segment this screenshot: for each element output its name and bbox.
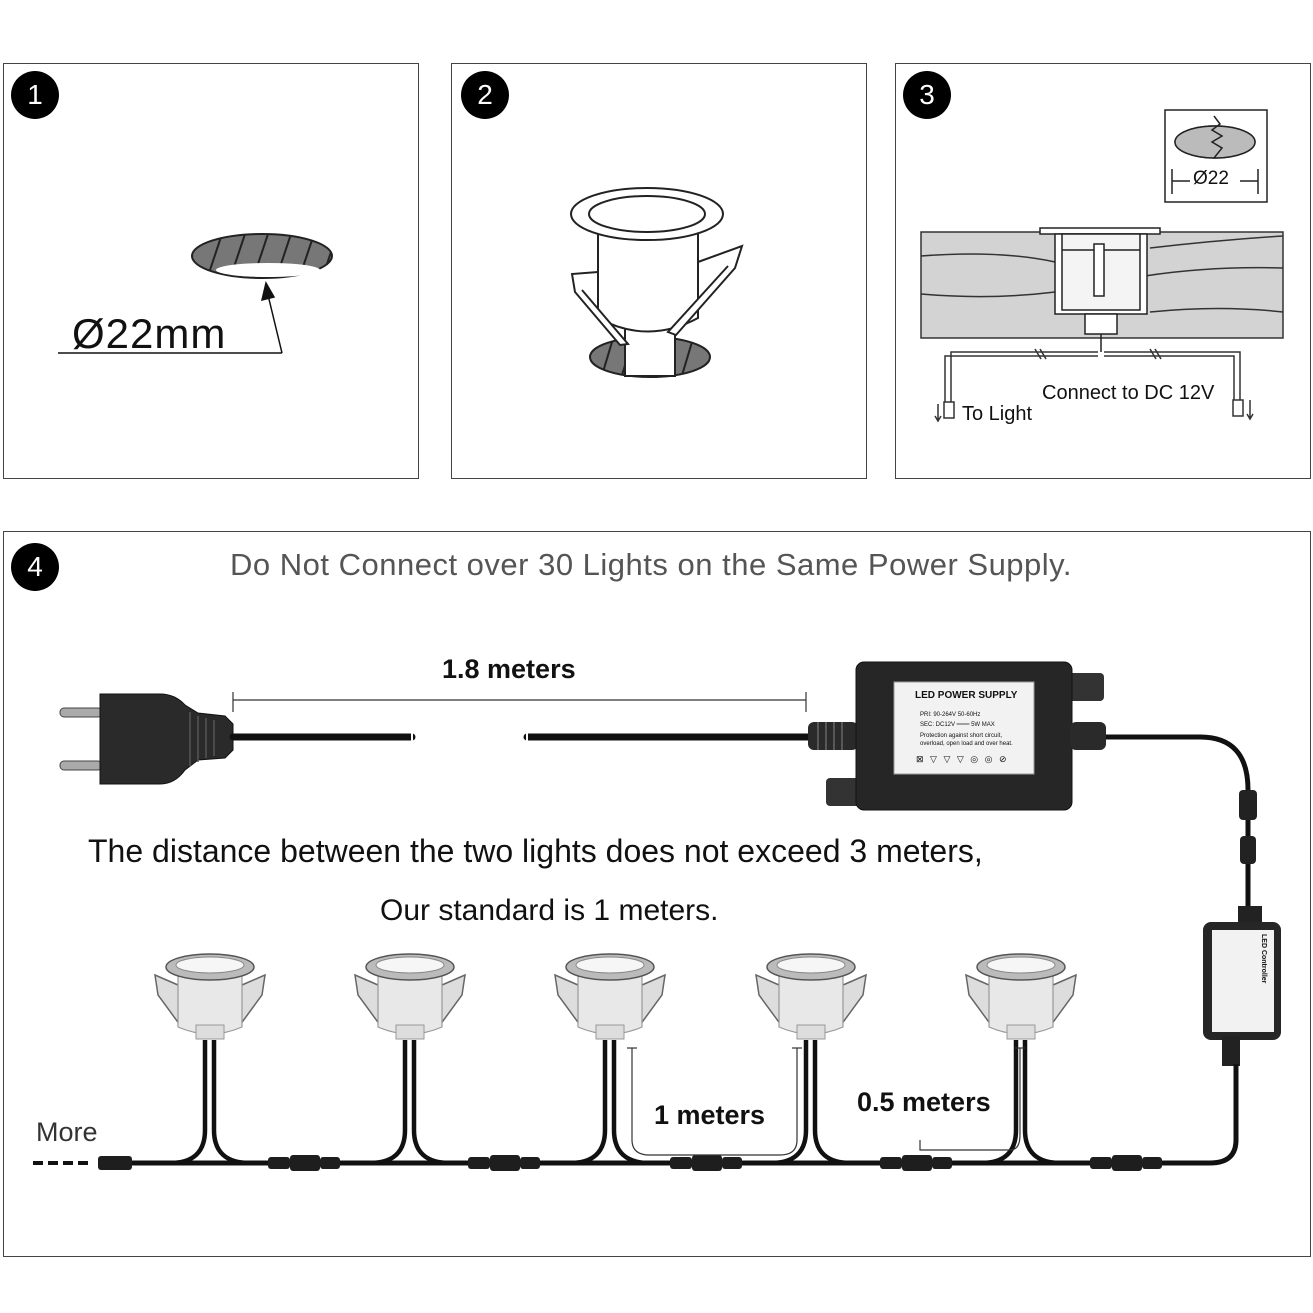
led-controller <box>1203 906 1281 1066</box>
psu-line-3: Protection against short circuit, <box>920 733 1003 739</box>
trunk-connector-icon <box>98 1156 132 1170</box>
output-cable <box>1106 734 1251 910</box>
deck-light-icon <box>354 953 466 1040</box>
step-3-badge: 3 <box>903 71 951 119</box>
step-2-badge: 2 <box>461 71 509 119</box>
controller-output-cable <box>1142 1064 1239 1166</box>
connect-dc-label: Connect to DC 12V <box>1042 382 1215 404</box>
deck-light-icon <box>154 953 266 1040</box>
deck-light-icon <box>554 953 666 1040</box>
deck-light-icon <box>755 953 867 1040</box>
cable-length-label: 1.8 meters <box>442 654 576 684</box>
step-1-badge: 1 <box>11 71 59 119</box>
step-4-badge: 4 <box>11 543 59 591</box>
trunk-connector-icon <box>468 1155 540 1171</box>
psu-title: LED POWER SUPPLY <box>915 690 1018 701</box>
psu-line-1: PRI: 90-264V 50-60Hz <box>920 712 981 718</box>
light-fixture-icon <box>570 187 744 377</box>
distance-note-line-1: The distance between the two lights does… <box>88 833 983 869</box>
power-plug-icon <box>59 693 234 785</box>
to-light-label: To Light <box>962 403 1033 425</box>
hole-diameter-label: Ø22mm <box>72 310 227 357</box>
cable-length-dimension <box>232 692 807 712</box>
deck-light-icon <box>965 953 1077 1040</box>
trunk-connector-icon <box>880 1155 952 1171</box>
power-supply-unit <box>808 661 1106 811</box>
psu-line-4: overload, open load and over heat. <box>920 741 1013 747</box>
inset-diameter-label: Ø22 <box>1193 168 1229 189</box>
spacing-label-05m: 0.5 meters <box>857 1087 991 1117</box>
trunk-connector-icon <box>670 1155 742 1171</box>
step-4-title: Do Not Connect over 30 Lights on the Sam… <box>230 547 1072 582</box>
psu-symbols: ⊠ ▽ ▽ ▽ ◎ ◎ ⊘ <box>916 754 1009 764</box>
more-label: More <box>36 1117 98 1147</box>
trunk-connector-icon <box>1090 1155 1162 1171</box>
distance-note-line-2: Our standard is 1 meters. <box>380 894 719 927</box>
drilled-hole-icon <box>191 233 333 279</box>
step-4-panel <box>3 531 1311 1257</box>
spacing-label-1m: 1 meters <box>654 1100 766 1130</box>
controller-label: LED Controller <box>1260 934 1267 984</box>
trunk-connector-icon <box>268 1155 340 1171</box>
leader-arrow <box>58 280 283 354</box>
drop-cables <box>169 1040 1062 1166</box>
wiring <box>934 348 1254 423</box>
psu-line-2: SEC: DC12V ═══ 5W MAX <box>920 722 995 728</box>
recessed-light-section <box>1039 227 1161 352</box>
diameter-inset <box>1164 109 1268 203</box>
